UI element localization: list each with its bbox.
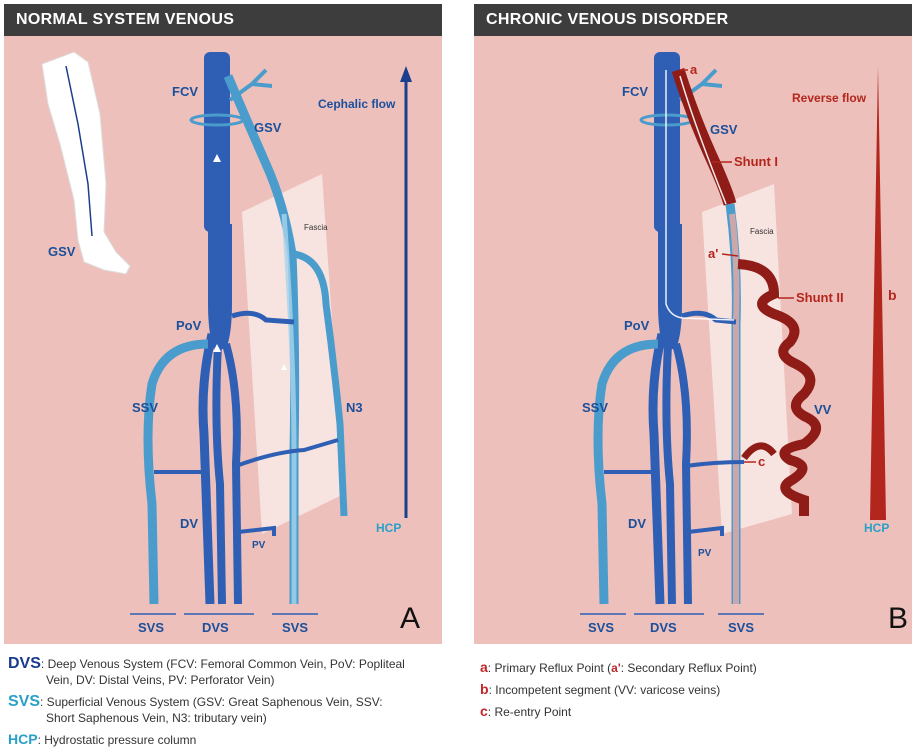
label-gsv: GSV xyxy=(254,120,282,135)
label-shunt1: Shunt I xyxy=(734,154,778,169)
label-ssv: SSV xyxy=(132,400,158,415)
legend-dvs-text-1: : Deep Venous System (FCV: Femoral Commo… xyxy=(41,657,405,671)
legend-a-key: a xyxy=(480,659,488,675)
fascia-band xyxy=(702,184,792,534)
legend-svs-text-1: : Superficial Venous System (GSV: Great … xyxy=(40,695,383,709)
dv-vein-2 xyxy=(216,344,222,604)
legend-c-key: c xyxy=(480,703,488,719)
dv-vein-1 xyxy=(203,334,212,604)
label-shunt2: Shunt II xyxy=(796,290,844,305)
label-pv: PV xyxy=(252,540,266,551)
panel-normal-system: NORMAL SYSTEM VENOUS xyxy=(4,4,442,644)
label-svs-left: SVS xyxy=(588,620,614,635)
label-hcp: HCP xyxy=(864,521,889,535)
legend-hcp-row: HCP: Hydrostatic pressure column xyxy=(8,732,196,748)
cephalic-arrowhead xyxy=(400,66,412,82)
dv-vein-3 xyxy=(226,344,238,604)
leg-silhouette xyxy=(42,52,130,274)
legend-a-text-end: : Secondary Reflux Point) xyxy=(621,661,757,675)
label-b: b xyxy=(888,287,897,303)
panel-a-letter: A xyxy=(400,602,420,636)
panel-b-letter: B xyxy=(888,602,908,636)
label-n3: N3 xyxy=(346,400,363,415)
legend-svs-text-2: Short Saphenous Vein, N3: tributary vein… xyxy=(46,711,267,726)
label-vv: VV xyxy=(814,402,832,417)
legend-svs-key: SVS xyxy=(8,693,40,710)
label-fcv: FCV xyxy=(622,84,648,99)
legend-c-text: : Re-entry Point xyxy=(488,705,571,719)
label-reverse-flow: Reverse flow xyxy=(792,91,867,105)
label-svs-right: SVS xyxy=(282,620,308,635)
deep-trunk xyxy=(208,224,232,349)
label-c: c xyxy=(758,454,765,469)
legend-left: DVS: Deep Venous System (FCV: Femoral Co… xyxy=(8,656,468,752)
label-cephalic-flow: Cephalic flow xyxy=(318,97,396,111)
dv-vein-2 xyxy=(666,344,672,604)
label-dvs: DVS xyxy=(202,620,229,635)
label-dv: DV xyxy=(180,516,198,531)
label-dvs: DVS xyxy=(650,620,677,635)
legend-b-row: b: Incompetent segment (VV: varicose vei… xyxy=(480,682,720,698)
legend-a-row: a: Primary Reflux Point (a': Secondary R… xyxy=(480,660,757,676)
legend-a-text: : Primary Reflux Point ( xyxy=(488,661,611,675)
pv-vein xyxy=(688,528,722,536)
legend-hcp-text: : Hydrostatic pressure column xyxy=(38,733,197,747)
label-pov: PoV xyxy=(624,318,650,333)
legend-dvs-key: DVS xyxy=(8,655,41,672)
gsv-reflux-vein xyxy=(678,70,730,204)
legend-right: a: Primary Reflux Point (a': Secondary R… xyxy=(480,660,910,730)
legend-svs-row: SVS: Superficial Venous System (GSV: Gre… xyxy=(8,694,383,710)
legend-c-row: c: Re-entry Point xyxy=(480,704,571,720)
label-a: a xyxy=(690,62,698,77)
legend-dvs-row: DVS: Deep Venous System (FCV: Femoral Co… xyxy=(8,656,405,672)
label-dv: DV xyxy=(628,516,646,531)
dv-vein-3 xyxy=(676,344,688,604)
deep-trunk xyxy=(658,224,682,349)
normal-venous-diagram: FCV GSV GSV Fascia PoV SSV N3 DV PV Ceph… xyxy=(4,4,442,644)
label-fascia: Fascia xyxy=(304,223,328,232)
legend-b-text: : Incompetent segment (VV: varicose vein… xyxy=(489,683,721,697)
label-svs-right: SVS xyxy=(728,620,754,635)
label-gsv-leg: GSV xyxy=(48,244,76,259)
label-hcp: HCP xyxy=(376,521,401,535)
legend-dvs-text-2: Vein, DV: Distal Veins, PV: Perforator V… xyxy=(46,673,275,688)
reverse-flow-triangle xyxy=(870,66,886,520)
label-pv: PV xyxy=(698,548,712,559)
legend-hcp-key: HCP xyxy=(8,731,38,747)
legend-b-key: b xyxy=(480,681,489,697)
panel-chronic-disorder: CHRONIC VENOUS DISORDER xyxy=(474,4,912,644)
label-a-prime: a' xyxy=(708,246,718,261)
legend-a-prime-key: a' xyxy=(611,661,621,675)
chronic-venous-diagram: FCV a GSV Shunt I Fascia a' Shunt II PoV… xyxy=(474,4,912,644)
pv-vein xyxy=(238,528,274,536)
label-gsv: GSV xyxy=(710,122,738,137)
label-pov: PoV xyxy=(176,318,202,333)
label-ssv: SSV xyxy=(582,400,608,415)
dv-vein-1 xyxy=(653,334,662,604)
label-fcv: FCV xyxy=(172,84,198,99)
label-svs-left: SVS xyxy=(138,620,164,635)
label-fascia: Fascia xyxy=(750,227,774,236)
